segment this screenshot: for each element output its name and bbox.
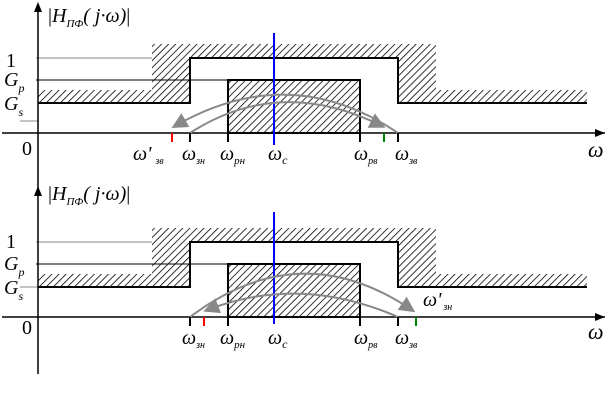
tick-label: ωрн (220, 327, 246, 351)
tick-label: ωрв (354, 327, 378, 351)
tick-label: ωc (268, 327, 288, 351)
tick-label: ωрн (220, 143, 246, 167)
stopband-low-hatch (38, 90, 152, 103)
tick-label: ωзв (395, 143, 418, 167)
x-axis-arrow (595, 313, 605, 321)
tick-label: ωрв (354, 143, 378, 167)
tolerance-outline (38, 241, 587, 288)
label-gs: Gs (4, 277, 23, 303)
y-axis-arrow (34, 2, 42, 12)
transition-low-hatch (152, 228, 190, 287)
x-axis-label: ω (588, 137, 604, 162)
y-axis-title: |HПФ( j·ω)| (48, 183, 130, 208)
transition-high-hatch (398, 44, 436, 103)
tick-label: ωзв (395, 327, 418, 351)
x-axis-arrow (595, 129, 605, 137)
panel-top: |HПФ( j·ω)| 1 Gp Gs 0 ω ω'зв ωзн ωрн ωc … (2, 2, 605, 195)
label-zero: 0 (22, 138, 32, 160)
new-stop-low-label: ω'зн (423, 289, 452, 313)
label-1: 1 (6, 231, 16, 253)
panel-bottom: |HПФ( j·ω)| 1 Gp Gs 0 ω ωзн ωрн ωc ωрв ω… (2, 183, 605, 374)
mapping-arrow-left (203, 292, 399, 318)
passband-rect (227, 263, 361, 318)
transition-low-hatch (152, 44, 190, 103)
tick-label: ωзн (182, 143, 205, 167)
stopband-high-hatch (436, 274, 587, 287)
tick-label: ωзн (182, 327, 205, 351)
label-zero: 0 (22, 317, 32, 339)
label-gp: Gp (4, 253, 24, 279)
passband-top-hatch (190, 44, 398, 58)
tick-label: ω'зв (133, 143, 164, 167)
tolerance-outline (38, 57, 587, 104)
x-axis-label: ω (588, 319, 604, 344)
passband-top-hatch (190, 228, 398, 242)
y-axis-arrow (34, 186, 42, 196)
y-axis-title: |HПФ( j·ω)| (48, 5, 130, 30)
label-1: 1 (6, 50, 16, 72)
tick-label: ωc (268, 143, 288, 167)
label-gs: Gs (4, 93, 23, 119)
label-gp: Gp (4, 69, 24, 95)
stopband-high-hatch (436, 90, 587, 103)
transition-high-hatch (398, 228, 436, 287)
mapping-arrow-right (189, 101, 386, 134)
stopband-low-hatch (38, 274, 152, 287)
